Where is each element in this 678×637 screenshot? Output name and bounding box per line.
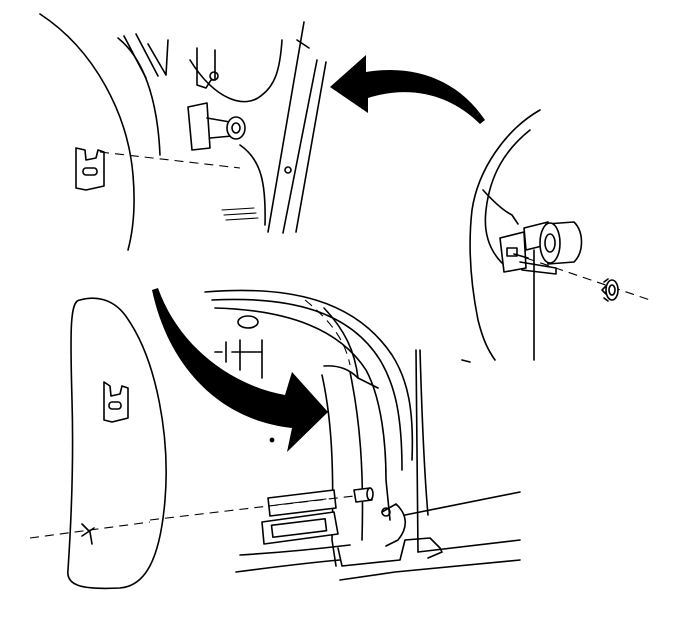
retainer-slot-upper [267, 489, 337, 517]
fender-edge-inner [484, 129, 531, 271]
rocker-floor [339, 559, 521, 581]
slot-bracket [196, 47, 216, 89]
retainer-cap-center [231, 122, 241, 134]
upper-left-detail-view [39, 13, 327, 251]
upper-right-detail-view [461, 109, 651, 363]
pillar-ridge-b [135, 33, 159, 77]
clip-install-line [99, 151, 241, 169]
door-opening-edge [419, 349, 429, 516]
bolt-hole [284, 166, 292, 174]
push-pin-head [366, 487, 374, 501]
clip-slot [82, 167, 98, 176]
hatch-marks [221, 207, 259, 221]
curved-arrow-left-icon [330, 55, 485, 124]
sill-tab [381, 503, 407, 547]
door-seam-b [282, 59, 318, 234]
wheel-arch-return [323, 365, 379, 389]
retainer-cap [226, 116, 246, 140]
fender-rib [482, 189, 519, 225]
arch-pin-dot [269, 437, 275, 443]
fender-edge-outer [469, 109, 541, 361]
door-seam-d [296, 39, 310, 49]
pillar-ridge-a [123, 35, 147, 79]
pin-clip-block [499, 231, 527, 273]
liner-screw-line [29, 521, 151, 539]
liner-base-edge [239, 544, 351, 556]
pillar-inner-edge [117, 37, 161, 156]
wheel-arch-flange [214, 307, 391, 521]
retainer-slot-lower-inner [270, 517, 328, 539]
wheel-arch-edge [323, 307, 359, 379]
liner-base-edge-b [235, 559, 341, 573]
rocker-lower [417, 539, 521, 553]
sill-tab-hole [381, 507, 391, 517]
curved-arrow-down-right-icon [152, 288, 328, 452]
pin-shaft [513, 253, 529, 259]
fender-lower-lip [461, 249, 535, 363]
pin-spacer-arm [519, 261, 557, 275]
wheel-arch-top [204, 289, 414, 461]
arch-bracket-mark [214, 339, 263, 379]
sill-bracket [337, 537, 443, 567]
pin-clip-slot [506, 247, 518, 257]
body-panel-edge [189, 39, 283, 103]
wheelhouse-liner-panel-icon [67, 297, 167, 590]
slot-bracket-hole [209, 71, 219, 81]
liner-clip-slot [108, 401, 122, 410]
liner-install-line [149, 495, 355, 521]
wheel-arch-inner-wall [321, 374, 337, 567]
lower-assembly-view [29, 289, 521, 590]
panel-retainer-block [187, 102, 211, 151]
wheel-arch-top-inner [211, 298, 403, 471]
pin-spacer-face [539, 222, 561, 264]
lower-contour [239, 144, 266, 226]
pin-spacer-bore [544, 233, 556, 253]
fastener-clip-detail-icon [75, 147, 105, 191]
rocker-upper [404, 491, 521, 516]
liner-clip-outline [103, 381, 129, 423]
door-seam-c [295, 61, 327, 233]
pillar-ridge-c [147, 39, 169, 76]
pin-and-nut-detail-icon [601, 278, 619, 302]
pin-install-line [525, 257, 651, 301]
door-seam-a [267, 21, 305, 233]
wheel-arch-inner-wall-b [349, 371, 364, 541]
wheel-arch-outline [39, 13, 135, 251]
arch-access-hole [237, 315, 259, 329]
rocker-front-edge [415, 349, 419, 553]
